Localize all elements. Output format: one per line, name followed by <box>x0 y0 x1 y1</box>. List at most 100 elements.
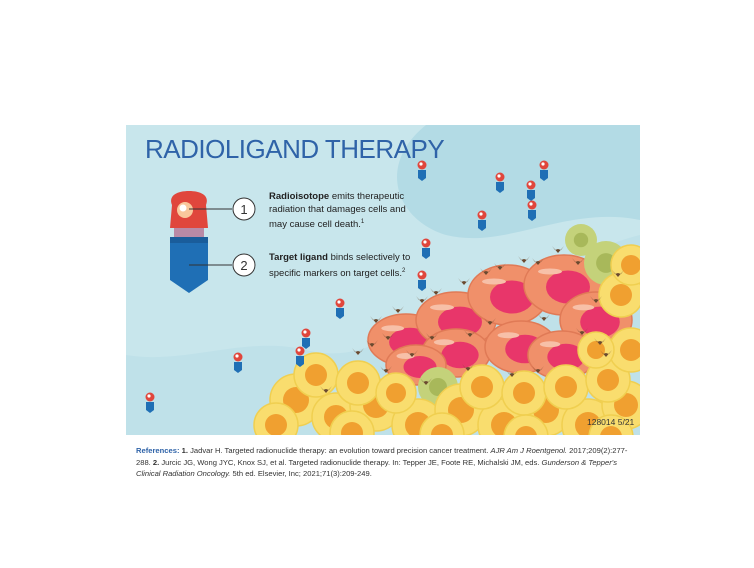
receptor-marker <box>462 364 474 371</box>
healthy-cell <box>543 364 589 410</box>
receptor-marker <box>352 348 364 355</box>
ligand-part <box>528 210 536 221</box>
references: References: 1. Jadvar H. Targeted radion… <box>136 445 630 480</box>
reference-1-text: Jadvar H. Targeted radionuclide therapy:… <box>190 446 489 455</box>
ligand-part <box>527 190 535 201</box>
ligand-part <box>296 356 304 367</box>
isotope-highlight <box>235 354 239 358</box>
isotope-highlight <box>337 300 341 304</box>
receptor-marker <box>532 258 544 265</box>
healthy-cell-nucleus <box>341 422 363 435</box>
isotope-highlight <box>147 394 151 398</box>
healthy-cell <box>329 410 375 435</box>
healthy-cell-nucleus <box>597 369 619 391</box>
healthy-cell-nucleus <box>347 372 369 394</box>
isotope-highlight <box>303 330 307 334</box>
healthy-cell-nucleus <box>265 414 287 435</box>
callout-circle-2 <box>232 253 256 277</box>
receptor-marker <box>458 278 470 285</box>
healthy-cell <box>335 360 381 406</box>
healthy-cell <box>577 331 615 369</box>
target-cell-highlight <box>572 304 595 311</box>
callout-circle-1 <box>232 197 256 221</box>
isotope-highlight <box>297 348 301 352</box>
healthy-cell-nucleus <box>283 387 309 413</box>
legend-ref-1: 1 <box>360 219 365 225</box>
callout-number-2: 2 <box>240 258 247 273</box>
healthy-cell-nucleus <box>305 364 327 386</box>
ligand-part <box>418 170 426 181</box>
legend-term-1: Radioisotope <box>269 191 330 202</box>
target-cell-highlight <box>381 325 405 332</box>
ligand-part <box>422 248 430 259</box>
radioligand-molecule <box>295 346 305 367</box>
reference-2-text: Jurcic JG, Wong JYC, Knox SJ, et al. Tar… <box>161 457 540 467</box>
illustration-svg: 1 2 <box>126 125 640 435</box>
target-ligand-top <box>170 237 208 243</box>
figure-id: 128014 5/21 <box>587 417 635 427</box>
radioligand-molecule <box>526 180 536 201</box>
isotope-highlight <box>423 240 427 244</box>
healthy-cell <box>375 372 417 414</box>
target-cell-highlight <box>482 278 506 285</box>
target-cell-nucleus <box>490 280 534 314</box>
green-cell <box>565 224 597 256</box>
healthy-cell-nucleus <box>600 426 622 435</box>
healthy-cell <box>459 364 505 410</box>
callout-number-1: 1 <box>240 202 247 217</box>
receptor-marker <box>370 316 382 323</box>
healthy-cell-nucleus <box>431 424 453 435</box>
ligand-part <box>336 308 344 319</box>
receptor-marker <box>366 340 378 347</box>
receptor-marker <box>576 328 588 335</box>
radioligand-molecule <box>417 160 427 181</box>
ligand-part <box>418 280 426 291</box>
receptor-marker <box>506 370 518 377</box>
healthy-cell-nucleus <box>610 284 632 306</box>
receptor-marker <box>320 386 332 393</box>
target-cell-highlight <box>539 341 561 348</box>
reference-1-journal: AJR Am J Roentgenol. <box>490 446 568 455</box>
legend-term-2: Target ligand <box>269 252 328 263</box>
ligand-part <box>540 170 548 181</box>
receptor-marker <box>430 288 442 295</box>
legend-item-2: Target ligand binds selectively to speci… <box>269 252 419 280</box>
isotope-highlight <box>529 202 533 206</box>
receptor-marker <box>416 296 428 303</box>
ligand-part <box>478 220 486 231</box>
isotope-highlight <box>419 162 423 166</box>
legend-text-1: emits therapeutic radiation that damages… <box>269 191 406 231</box>
target-cell-highlight <box>430 304 454 311</box>
reference-1-number: 1. <box>181 446 188 455</box>
linker <box>174 225 204 239</box>
healthy-cell-nucleus <box>513 382 535 404</box>
radioligand-molecule <box>301 328 311 349</box>
target-cell-highlight <box>433 339 455 346</box>
radioligand-molecule <box>477 210 487 231</box>
radioligand-molecule <box>417 270 427 291</box>
green-cell-nucleus <box>573 232 589 248</box>
healthy-cell-nucleus <box>620 339 640 361</box>
healthy-cell-nucleus <box>621 255 640 275</box>
radioligand-molecule <box>335 298 345 319</box>
receptor-marker <box>518 256 530 263</box>
receptor-marker <box>594 338 606 345</box>
target-cell-nucleus <box>441 341 479 369</box>
healthy-cell <box>253 402 299 435</box>
receptor-marker <box>382 333 394 340</box>
radioligand-molecule <box>527 200 537 221</box>
radioisotope-highlight <box>179 204 187 212</box>
illustration-panel: 1 2 RADIOLIGAND THERAPY Radioisotope emi… <box>126 125 640 435</box>
receptor-marker <box>420 378 432 385</box>
healthy-cell <box>293 352 339 398</box>
target-cell-nucleus <box>547 343 585 371</box>
receptor-marker <box>600 350 612 357</box>
receptor-marker <box>590 296 602 303</box>
receptor-marker <box>406 350 418 357</box>
radioligand-molecule <box>233 352 243 373</box>
isotope-highlight <box>541 162 545 166</box>
healthy-cell-nucleus <box>471 376 493 398</box>
receptor-marker <box>552 246 564 253</box>
reference-2-number: 2. <box>152 457 160 467</box>
radioligand-molecule <box>539 160 549 181</box>
